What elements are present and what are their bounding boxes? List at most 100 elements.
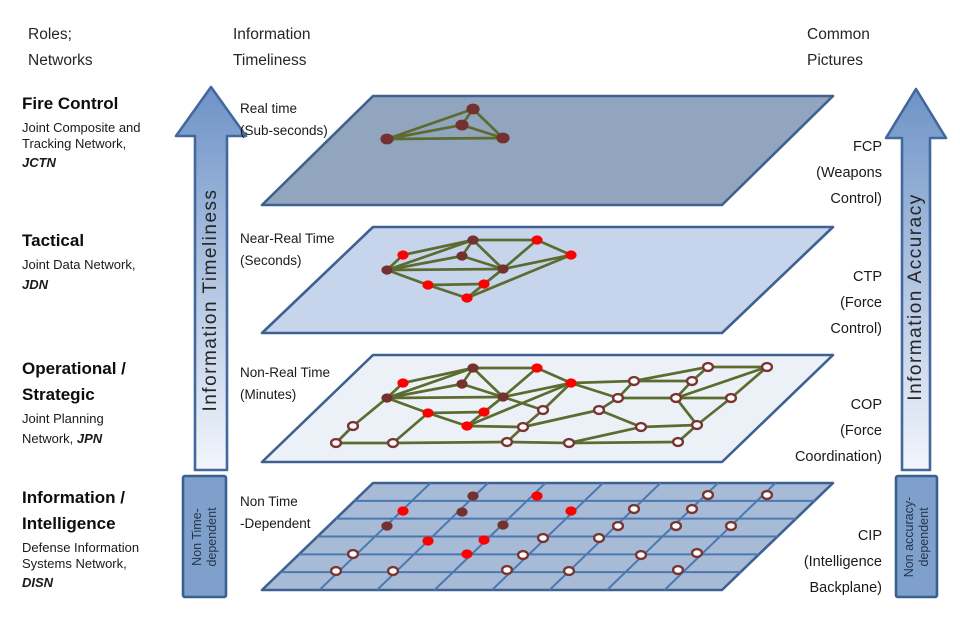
role-abbr-line: JCTN bbox=[22, 155, 197, 171]
network-edge bbox=[386, 268, 429, 287]
role-abbr-line: JDN bbox=[22, 277, 197, 293]
role-network-line: Joint Composite and bbox=[22, 120, 141, 135]
network-edge bbox=[352, 396, 388, 428]
node-hollow bbox=[671, 436, 685, 448]
node-red bbox=[565, 378, 577, 388]
network-edge bbox=[674, 397, 699, 426]
common-picture-label-line: (Force bbox=[840, 295, 882, 311]
node-red bbox=[531, 235, 543, 245]
node-hollow bbox=[690, 419, 704, 431]
plane-time-label-line: (Sub-seconds) bbox=[240, 122, 328, 138]
role-title: Fire Control bbox=[22, 94, 119, 113]
node-red bbox=[422, 280, 434, 290]
role-title: Tactical bbox=[22, 231, 85, 250]
node-red bbox=[531, 491, 543, 501]
node-hollow bbox=[724, 392, 738, 404]
role-abbr-line: Network, JPN bbox=[22, 431, 197, 447]
role-network-line: Joint Data Network, bbox=[22, 257, 136, 272]
node-red bbox=[531, 363, 543, 373]
node-dark bbox=[456, 379, 468, 389]
network-edge bbox=[472, 367, 504, 398]
node-hollow bbox=[760, 361, 774, 373]
node-red bbox=[478, 279, 490, 289]
role-title: Intelligence bbox=[22, 514, 116, 533]
plane-time-label-line: Non-Real Time bbox=[240, 365, 331, 380]
network-edge bbox=[427, 411, 468, 428]
network-edge bbox=[506, 440, 570, 445]
role-title: Operational / bbox=[22, 359, 126, 378]
node-dark bbox=[466, 103, 480, 115]
network-edge bbox=[640, 423, 698, 429]
common-picture-label-line: CTP bbox=[853, 269, 882, 285]
network-edge bbox=[466, 253, 572, 300]
node-hollow bbox=[669, 520, 683, 532]
network-edge bbox=[386, 254, 463, 272]
common-picture-label-line: COP bbox=[850, 397, 882, 413]
network-edge bbox=[536, 366, 572, 385]
non-time-dependent-label-line2: dependent bbox=[204, 506, 219, 567]
network-edge bbox=[386, 136, 504, 141]
accuracy-arrow-label: Information Accuracy bbox=[905, 193, 926, 401]
network-edge bbox=[542, 382, 572, 411]
node-dark bbox=[467, 491, 479, 501]
node-hollow bbox=[671, 564, 685, 576]
node-hollow bbox=[386, 565, 400, 577]
node-hollow bbox=[690, 547, 704, 559]
timeliness-arrow bbox=[174, 85, 248, 472]
role-network-line: Defense Information bbox=[22, 540, 140, 555]
node-red bbox=[461, 293, 473, 303]
network-edge bbox=[461, 123, 504, 140]
node-dark bbox=[467, 235, 479, 245]
network-edge bbox=[502, 395, 544, 412]
node-red bbox=[422, 408, 434, 418]
network-edge bbox=[502, 238, 538, 271]
network-edge bbox=[427, 283, 468, 300]
node-hollow bbox=[701, 489, 715, 501]
node-dark bbox=[456, 507, 468, 517]
role-title: Information / bbox=[22, 488, 125, 507]
role-abbr: JPN bbox=[76, 430, 103, 446]
node-red bbox=[422, 536, 434, 546]
plane-time-label-line: (Seconds) bbox=[240, 252, 302, 268]
node-hollow bbox=[669, 392, 683, 404]
common-picture-label-line: (Force bbox=[840, 423, 882, 439]
node-hollow bbox=[724, 520, 738, 532]
grid-line bbox=[606, 482, 719, 591]
network-edge bbox=[461, 254, 504, 271]
node-dark bbox=[497, 392, 509, 402]
network-edge bbox=[466, 424, 524, 429]
plane-time-label-line: Real time bbox=[240, 101, 298, 116]
node-red bbox=[397, 250, 409, 260]
network-edge bbox=[696, 396, 732, 427]
node-hollow bbox=[516, 549, 530, 561]
header-common-pictures: Common Pictures bbox=[807, 22, 870, 74]
node-dark bbox=[380, 133, 394, 145]
node-hollow bbox=[562, 565, 576, 577]
common-picture-label-line: Control) bbox=[830, 191, 882, 207]
role-abbr: DISN bbox=[22, 575, 54, 590]
node-hollow bbox=[536, 404, 550, 416]
node-hollow bbox=[500, 564, 514, 576]
network-edge bbox=[386, 395, 504, 400]
plane-time-label-cop-plane: Non-Real Time(Minutes) bbox=[240, 362, 330, 405]
network-edge bbox=[427, 410, 485, 415]
node-dark bbox=[496, 132, 510, 144]
network-edge bbox=[568, 425, 642, 445]
non-time-dependent-box bbox=[181, 474, 228, 599]
common-picture-label-line: (Weapons bbox=[816, 165, 882, 181]
role-network-line: Systems Network, bbox=[22, 555, 127, 571]
network-edge bbox=[386, 366, 474, 400]
role-abbr-line: DISN bbox=[22, 575, 197, 591]
node-hollow bbox=[760, 489, 774, 501]
network-edge bbox=[386, 396, 429, 415]
node-dark bbox=[497, 520, 509, 530]
network-edge bbox=[427, 282, 485, 287]
common-picture-label-line: Coordination) bbox=[794, 449, 882, 465]
network-edge bbox=[502, 366, 538, 399]
